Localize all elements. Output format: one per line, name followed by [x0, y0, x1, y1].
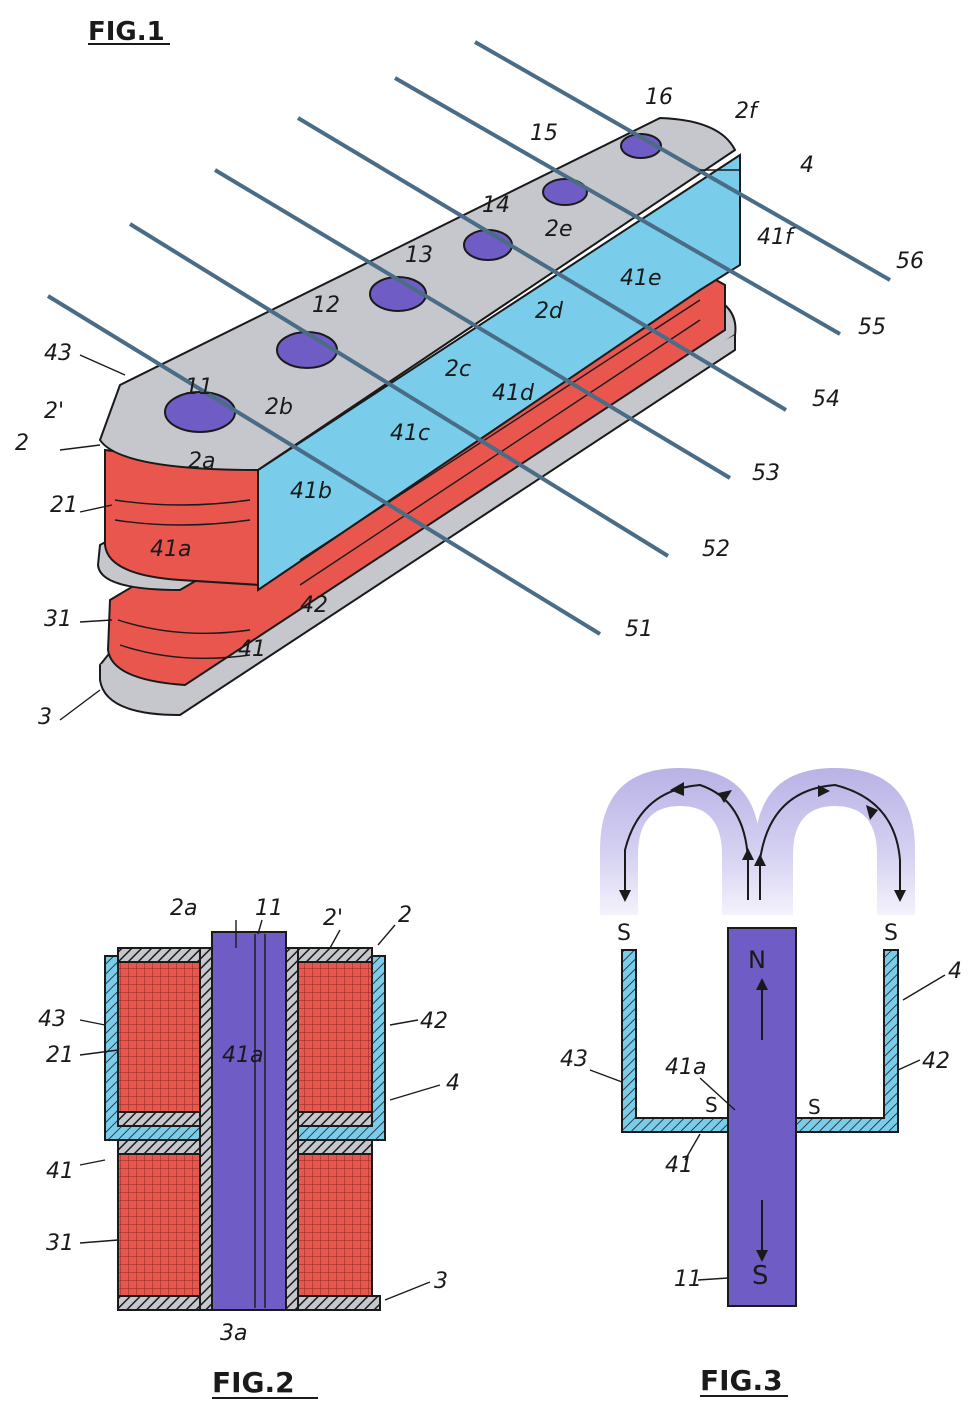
- fig2-label-41: 41: [46, 1159, 74, 1184]
- fig2-label-4: 4: [446, 1071, 460, 1096]
- fig2-label-2a: 2a: [170, 896, 197, 921]
- fig3-label-41: 41: [665, 1153, 693, 1178]
- fig3-flux-field-left: [600, 768, 760, 915]
- fig3-pole-s-inner-right: S: [808, 1095, 821, 1119]
- fig3-pole-s-inner-left: S: [705, 1093, 718, 1117]
- fig3-title: FIG.3: [700, 1364, 783, 1397]
- fig3-flux-arrowheads: [619, 782, 906, 902]
- fig1-label-41a: 41a: [150, 537, 191, 562]
- fig2-label-2prime: 2': [323, 906, 343, 931]
- strings: [46, 40, 891, 636]
- string-51: [46, 294, 602, 636]
- pole-piece-14: [463, 229, 513, 261]
- pole-piece-12: [276, 331, 338, 369]
- fig1-label-53: 53: [752, 461, 780, 486]
- string-53: [213, 168, 732, 480]
- fig1-label-11: 11: [185, 375, 213, 400]
- fig1-label-14: 14: [482, 193, 510, 218]
- fig2-label-41a: 41a: [222, 1043, 263, 1068]
- fig2-label-3: 3: [434, 1269, 448, 1294]
- fig1-label-31: 31: [44, 607, 72, 632]
- fig2-lower-right-coil: [297, 1153, 373, 1297]
- fig3-flux-lines: [624, 783, 901, 900]
- fig1-label-41d: 41d: [492, 381, 535, 406]
- fig3-pole-s-left: S: [617, 921, 631, 946]
- fig1-label-41b: 41b: [290, 479, 332, 504]
- fig2-label-2: 2: [398, 903, 412, 928]
- fig3-label-43: 43: [560, 1047, 588, 1072]
- figure-3: S S N 4 43 41a S S 42 41 11 S FIG.3: [560, 768, 962, 1397]
- fig1-label-16: 16: [645, 85, 673, 110]
- upper-coil: [104, 448, 261, 587]
- fig3-flux-field-right: [755, 768, 915, 915]
- fig2-label-42: 42: [420, 1009, 448, 1034]
- fig3-steel-bracket: [621, 949, 899, 1133]
- fig3-pole-n: N: [748, 946, 766, 974]
- fig3-label-41a: 41a: [665, 1055, 706, 1080]
- fig1-label-42: 42: [300, 593, 328, 618]
- pole-piece-15: [542, 178, 588, 206]
- figure-2: 2a 11 2' 2 43 42 21 41a 4 41 31 3 3a FIG…: [38, 896, 460, 1399]
- fig1-label-41: 41: [238, 637, 266, 662]
- fig3-label-11: 11: [674, 1267, 702, 1292]
- fig1-label-2f: 2f: [735, 99, 760, 124]
- fig1-label-4: 4: [800, 153, 814, 178]
- fig1-label-41e: 41e: [620, 266, 662, 291]
- fig1-label-2a: 2a: [188, 449, 215, 474]
- fig3-label-42: 42: [922, 1049, 950, 1074]
- string-55: [394, 76, 841, 336]
- fig2-label-3a: 3a: [220, 1321, 247, 1346]
- fig1-label-52: 52: [702, 537, 730, 562]
- fig1-label-41c: 41c: [390, 421, 430, 446]
- fig1-label-12: 12: [312, 293, 340, 318]
- fig2-lower-left-coil: [117, 1153, 201, 1297]
- pole-piece-16: [620, 133, 662, 159]
- fig1-label-2d: 2d: [535, 299, 564, 324]
- fig2-upper-left-coil: [117, 961, 201, 1113]
- fig1-label-51: 51: [625, 617, 653, 642]
- fig2-magnet: [211, 931, 287, 1311]
- fig2-label-21: 21: [46, 1043, 74, 1068]
- fig2-title: FIG.2: [212, 1366, 295, 1399]
- fig1-label-54: 54: [812, 387, 840, 412]
- pole-piece-13: [369, 276, 427, 312]
- fig1-label-15: 15: [530, 121, 558, 146]
- fig1-title: FIG.1: [88, 17, 165, 47]
- string-54: [296, 116, 788, 412]
- fig1-label-3: 3: [38, 705, 52, 730]
- fig1-label-43: 43: [44, 341, 72, 366]
- fig1-label-2: 2: [15, 431, 29, 456]
- string-56: [474, 40, 891, 282]
- fig2-label-11: 11: [255, 896, 283, 921]
- fig1-label-21: 21: [50, 493, 78, 518]
- fig1-label-2c: 2c: [445, 357, 471, 382]
- string-52: [128, 222, 670, 558]
- fig3-pole-s-bottom: S: [752, 1261, 769, 1291]
- steel-plate: [257, 153, 741, 592]
- fig1-label-56: 56: [896, 249, 924, 274]
- fig2-upper-right-coil: [297, 961, 373, 1113]
- fig1-label-41f: 41f: [757, 225, 796, 250]
- coil-hatching: [114, 299, 701, 660]
- fig1-label-2b: 2b: [265, 395, 293, 420]
- fig1-label-55: 55: [858, 315, 886, 340]
- fig1-label-2e: 2e: [545, 217, 573, 242]
- fig2-label-31: 31: [46, 1231, 74, 1256]
- figure-1: FIG.1: [15, 17, 924, 730]
- fig2-label-43: 43: [38, 1007, 66, 1032]
- fig1-label-2prime: 2': [44, 399, 64, 424]
- fig3-label-4: 4: [948, 959, 962, 984]
- fig1-label-13: 13: [405, 243, 433, 268]
- fig3-pole-s-right: S: [884, 921, 898, 946]
